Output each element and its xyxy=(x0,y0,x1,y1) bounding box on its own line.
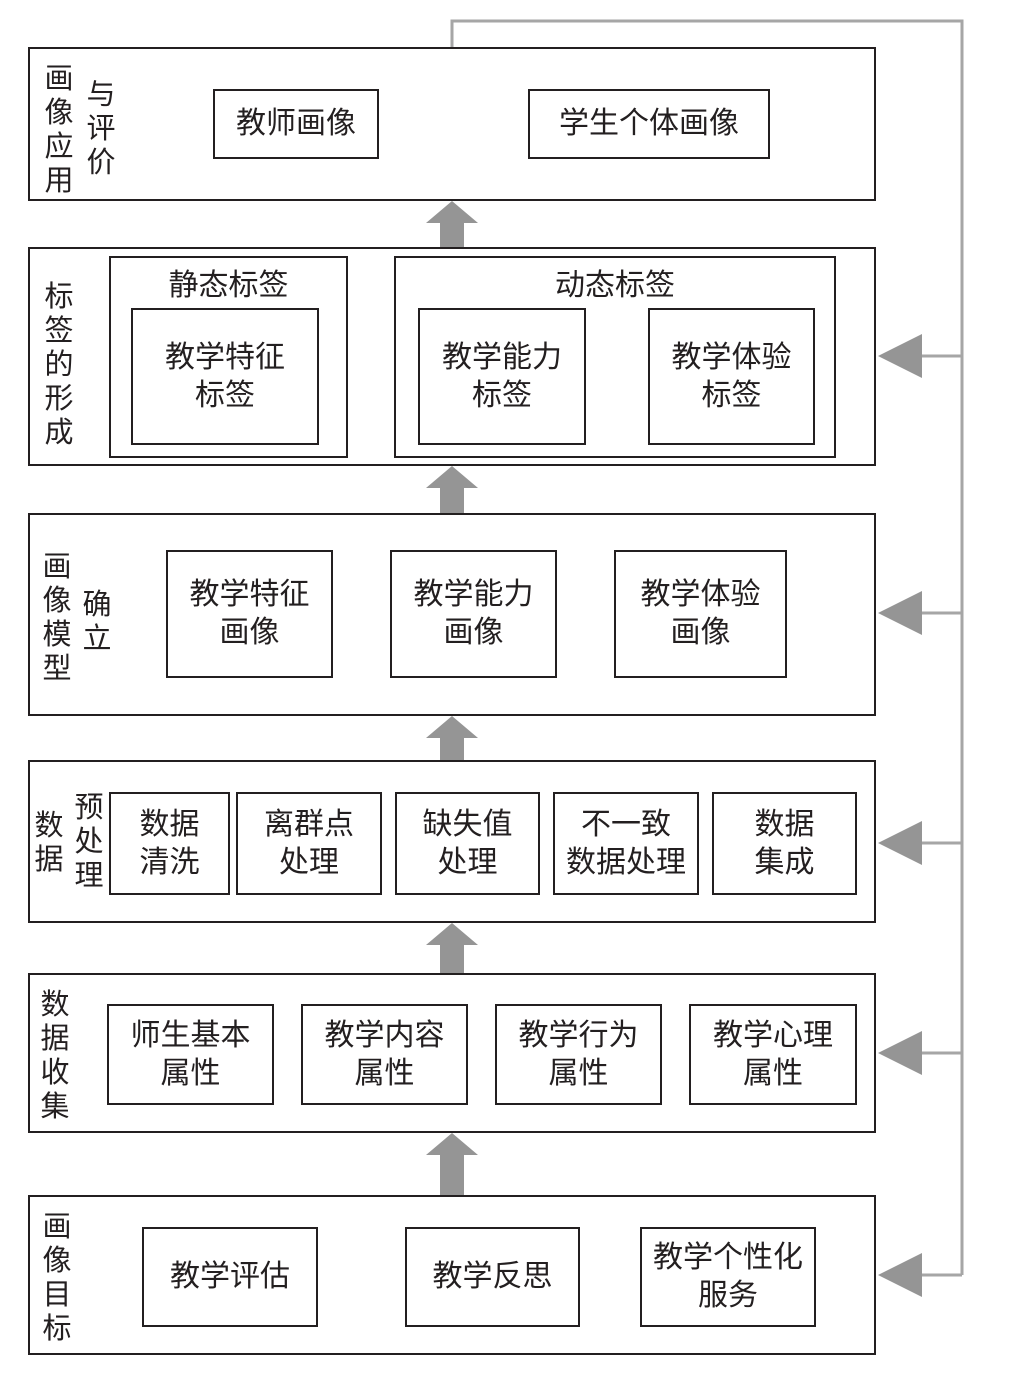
dynamic-tag-group: 动态标签 教学能力 标签 教学体验 标签 xyxy=(394,256,836,458)
box-teacher-portrait: 教师画像 xyxy=(213,89,379,159)
arrow-model-to-tags xyxy=(426,466,478,513)
box-teaching-reflection: 教学反思 xyxy=(405,1227,580,1327)
layer-application: 画像应用 与评价 教师画像 学生个体画像 xyxy=(28,47,876,201)
layer-preprocess: 数据 预处理 数据 清洗 离群点 处理 缺失值 处理 不一致 数据处理 数据 集… xyxy=(28,760,876,923)
layer-label-goal: 画像目标 xyxy=(42,1209,72,1345)
arrow-collection-to-preprocess xyxy=(426,923,478,973)
box-teaching-evaluation: 教学评估 xyxy=(142,1227,318,1327)
box-missing-value-processing: 缺失值 处理 xyxy=(395,792,540,895)
box-psychology-attributes: 教学心理 属性 xyxy=(689,1004,857,1105)
box-basic-attributes: 师生基本 属性 xyxy=(107,1004,274,1105)
feedback-arrow-preprocess-head xyxy=(878,821,922,865)
static-tag-group: 静态标签 教学特征 标签 xyxy=(109,256,348,458)
layer-label-tag-formation: 标签的形成 xyxy=(44,279,74,449)
layer-tag-formation: 标签的形成 静态标签 教学特征 标签 动态标签 教学能力 标签 教学体验 标签 xyxy=(28,247,876,466)
box-data-integration: 数据 集成 xyxy=(712,792,857,895)
box-behavior-attributes: 教学行为 属性 xyxy=(495,1004,662,1105)
dynamic-tag-title: 动态标签 xyxy=(555,268,675,303)
static-tag-title: 静态标签 xyxy=(168,268,289,303)
box-static-teaching-feature-tag: 教学特征 标签 xyxy=(131,308,319,445)
box-teaching-experience-portrait: 教学体验 画像 xyxy=(614,550,787,678)
box-content-attributes: 教学内容 属性 xyxy=(301,1004,468,1105)
feedback-arrow-model-head xyxy=(878,591,922,635)
layer-label-model-side: 确立 xyxy=(82,587,112,655)
layer-label-application-main: 画像应用 xyxy=(44,61,74,197)
box-teaching-ability-portrait: 教学能力 画像 xyxy=(390,550,557,678)
layer-label-collection: 数据收集 xyxy=(40,987,70,1123)
layer-label-application-side: 与评价 xyxy=(86,77,116,179)
box-inconsistent-data-processing: 不一致 数据处理 xyxy=(553,792,699,895)
box-teaching-experience-tag: 教学体验 标签 xyxy=(648,308,815,445)
feedback-arrow-collection-head xyxy=(878,1031,922,1075)
layer-label-model-main: 画像模型 xyxy=(42,549,72,685)
layer-model: 画像模型 确立 教学特征 画像 教学能力 画像 教学体验 画像 xyxy=(28,513,876,716)
layer-label-preprocess-main: 数据 xyxy=(34,808,64,876)
feedback-main-line xyxy=(450,19,964,1275)
box-teaching-ability-tag: 教学能力 标签 xyxy=(418,308,586,445)
arrow-preprocess-to-model xyxy=(426,716,478,760)
layer-collection: 数据收集 师生基本 属性 教学内容 属性 教学行为 属性 教学心理 属性 xyxy=(28,973,876,1133)
box-personalized-service: 教学个性化 服务 xyxy=(640,1227,816,1327)
box-student-portrait: 学生个体画像 xyxy=(528,89,770,159)
box-teaching-feature-portrait: 教学特征 画像 xyxy=(166,550,333,678)
feedback-arrow-tags-head xyxy=(878,334,922,378)
arrow-tags-to-application xyxy=(426,201,478,247)
layer-goal: 画像目标 教学评估 教学反思 教学个性化 服务 xyxy=(28,1195,876,1355)
box-outlier-processing: 离群点 处理 xyxy=(236,792,382,895)
feedback-arrow-goal-head xyxy=(878,1253,922,1297)
arrow-goal-to-collection xyxy=(426,1133,478,1195)
layer-label-preprocess-side: 预处理 xyxy=(74,790,104,892)
box-data-cleaning: 数据 清洗 xyxy=(109,792,230,895)
